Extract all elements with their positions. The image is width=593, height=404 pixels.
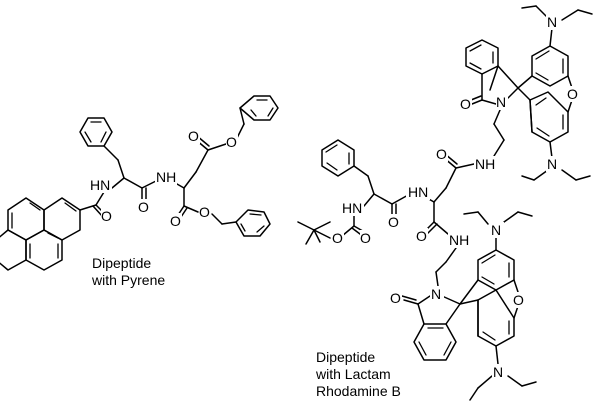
pyrene-dipeptide: HN O O NH O O O O Dipeptide with Pyrene: [0, 95, 279, 288]
atom-o-amide-top: O: [436, 146, 447, 162]
atom-net2-top-2: N: [547, 156, 557, 172]
atom-n-lactam-bottom: N: [431, 286, 441, 302]
rhodamine-atom-labels: O HN O O HN O NH O NH O N O N: [332, 14, 580, 380]
atom-o-xanthene-bottom: O: [513, 292, 524, 308]
phenyl-ring-phe-left: [79, 117, 113, 147]
atom-net2-bottom-2: N: [493, 364, 503, 380]
caption-pyrene-line1: Dipeptide: [92, 255, 151, 271]
atom-o-amide-bottom: O: [416, 228, 427, 244]
pyrene-rings: [0, 197, 81, 271]
atom-net2-bottom-1: N: [491, 222, 501, 238]
atom-o-ester-top: O: [226, 134, 237, 150]
atom-o-carbonyl-phe-right: O: [388, 214, 399, 230]
benzyl-ring-top: [239, 95, 279, 121]
caption-rhodamine-line1: Dipeptide: [316, 349, 375, 365]
caption-rhodamine-line3: Rhodamine B: [316, 383, 401, 399]
atom-hn-phe: HN: [90, 177, 110, 193]
atom-net2-top-1: N: [547, 14, 557, 30]
caption-rhodamine-line2: with Lactam: [315, 366, 391, 382]
pyrene-atom-labels: HN O O NH O O O O: [90, 128, 238, 229]
atom-hn-asp-right: HN: [408, 184, 428, 200]
atom-o-ester-bottom: O: [199, 204, 210, 220]
atom-o-carbonyl-phe: O: [138, 199, 149, 215]
atom-o-amide-pyrene: O: [101, 208, 112, 224]
benzyl-ring-bottom: [235, 209, 271, 237]
atom-o-lactam-top: O: [460, 96, 471, 112]
atom-o-ester-carbonyl-bottom: O: [170, 213, 181, 229]
caption-pyrene-line2: with Pyrene: [91, 272, 165, 288]
rhodamine-lactam-top: [465, 5, 593, 181]
rhodamine-dipeptide: O HN O O HN O NH O NH O N O N: [297, 5, 593, 401]
atom-hn-boc: HN: [342, 200, 362, 216]
atom-o-ester-carbonyl-top: O: [188, 128, 199, 144]
atom-nh-asp: NH: [156, 169, 176, 185]
atom-o-boc-ether: O: [332, 230, 343, 246]
phenyl-ring-phe-right: [321, 139, 355, 177]
atom-o-boc-carbonyl: O: [360, 230, 371, 246]
atom-o-lactam-bottom: O: [390, 290, 401, 306]
atom-nh-amide-bottom: NH: [449, 232, 469, 248]
atom-n-lactam-top: N: [496, 94, 506, 110]
atom-o-xanthene-top: O: [567, 86, 578, 102]
atom-nh-amide-top: NH: [475, 156, 495, 172]
rhodamine-lactam-bottom: [401, 211, 537, 401]
